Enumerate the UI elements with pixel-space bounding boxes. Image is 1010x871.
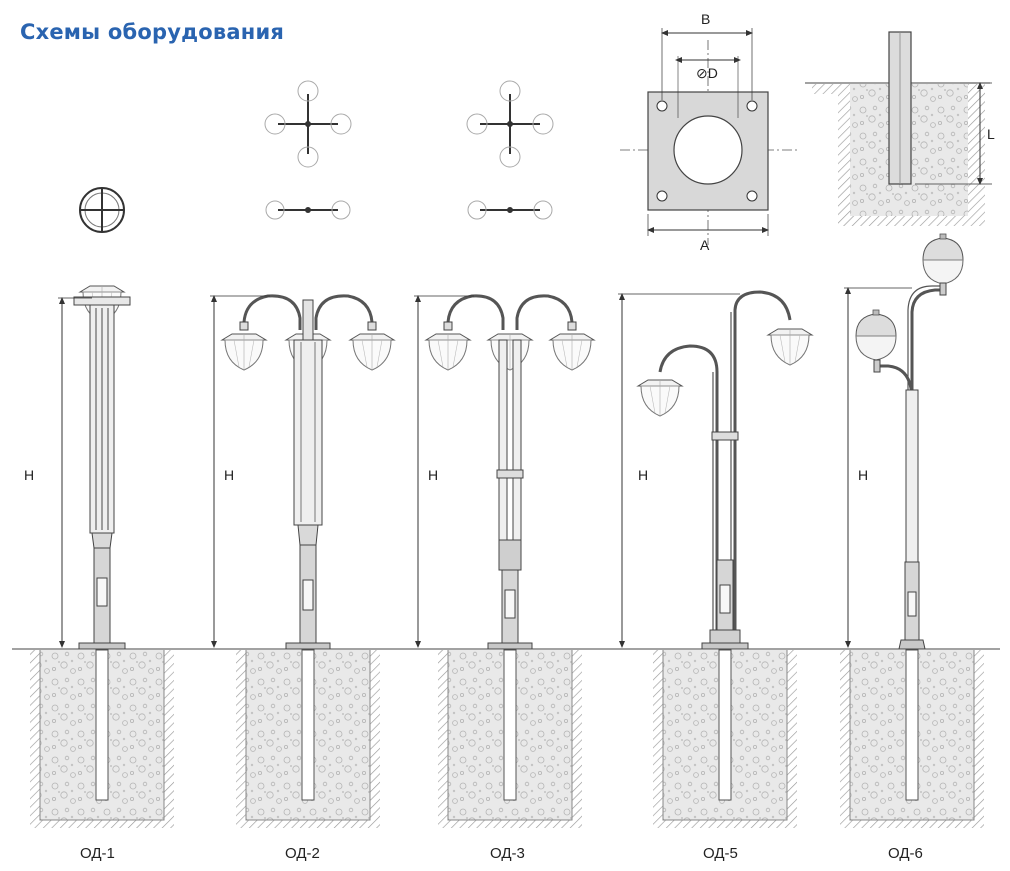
model-od5: H ОД-5 [618, 290, 813, 862]
od2-caption: ОД-2 [285, 845, 320, 862]
embed-depth-drawing: L [805, 31, 995, 226]
od3-center-lantern [487, 333, 533, 371]
od5-foundation-pit [652, 649, 798, 829]
od5-height-dimension [618, 293, 740, 648]
model-od1: H ОД-1 [24, 187, 175, 862]
od2-plan-line [265, 200, 351, 220]
od3-right-lantern [549, 333, 595, 371]
od6-height-dimension [844, 287, 912, 648]
od3-plan-line [467, 200, 553, 220]
anchor-plate-drawing: B ⊘D A [620, 11, 800, 253]
od1-caption: ОД-1 [80, 845, 115, 862]
od6-caption: ОД-6 [888, 845, 923, 862]
model-od6: H ОД-6 [839, 233, 985, 862]
od2-plan-cross [264, 80, 352, 168]
model-od3: H ОД-3 [414, 80, 595, 862]
od1-foundation-pit [29, 649, 175, 829]
od3-height-label: H [428, 467, 438, 483]
od6-upper-globe [922, 233, 964, 285]
od3-foundation-pit [437, 649, 583, 829]
od6-height-label: H [858, 467, 868, 483]
page-title: Схемы оборудования [20, 20, 285, 44]
od6-foundation-pit [839, 649, 985, 829]
plate-d-label: ⊘D [696, 65, 718, 81]
od1-height-label: H [24, 467, 34, 483]
plate-b-label: B [701, 11, 710, 27]
od2-foundation-pit [235, 649, 381, 829]
model-od2: H ОД-2 [210, 80, 395, 862]
od3-caption: ОД-3 [490, 845, 525, 862]
od3-plan-cross [466, 80, 554, 168]
od3-left-lantern [425, 333, 471, 371]
od6-lower-globe [855, 309, 897, 361]
od5-caption: ОД-5 [703, 845, 738, 862]
od5-height-label: H [638, 467, 648, 483]
od5-upper-lantern [767, 328, 813, 366]
od2-right-lantern [349, 333, 395, 371]
od5-lower-lantern [637, 379, 683, 417]
od2-height-dimension [210, 295, 270, 648]
od2-left-lantern [221, 333, 267, 371]
od1-height-dimension [58, 297, 92, 648]
plate-a-label: A [700, 237, 710, 253]
od3-height-dimension [414, 295, 474, 648]
od2-height-label: H [224, 467, 234, 483]
embed-l-label: L [987, 126, 995, 142]
od1-plan-view [79, 187, 125, 233]
